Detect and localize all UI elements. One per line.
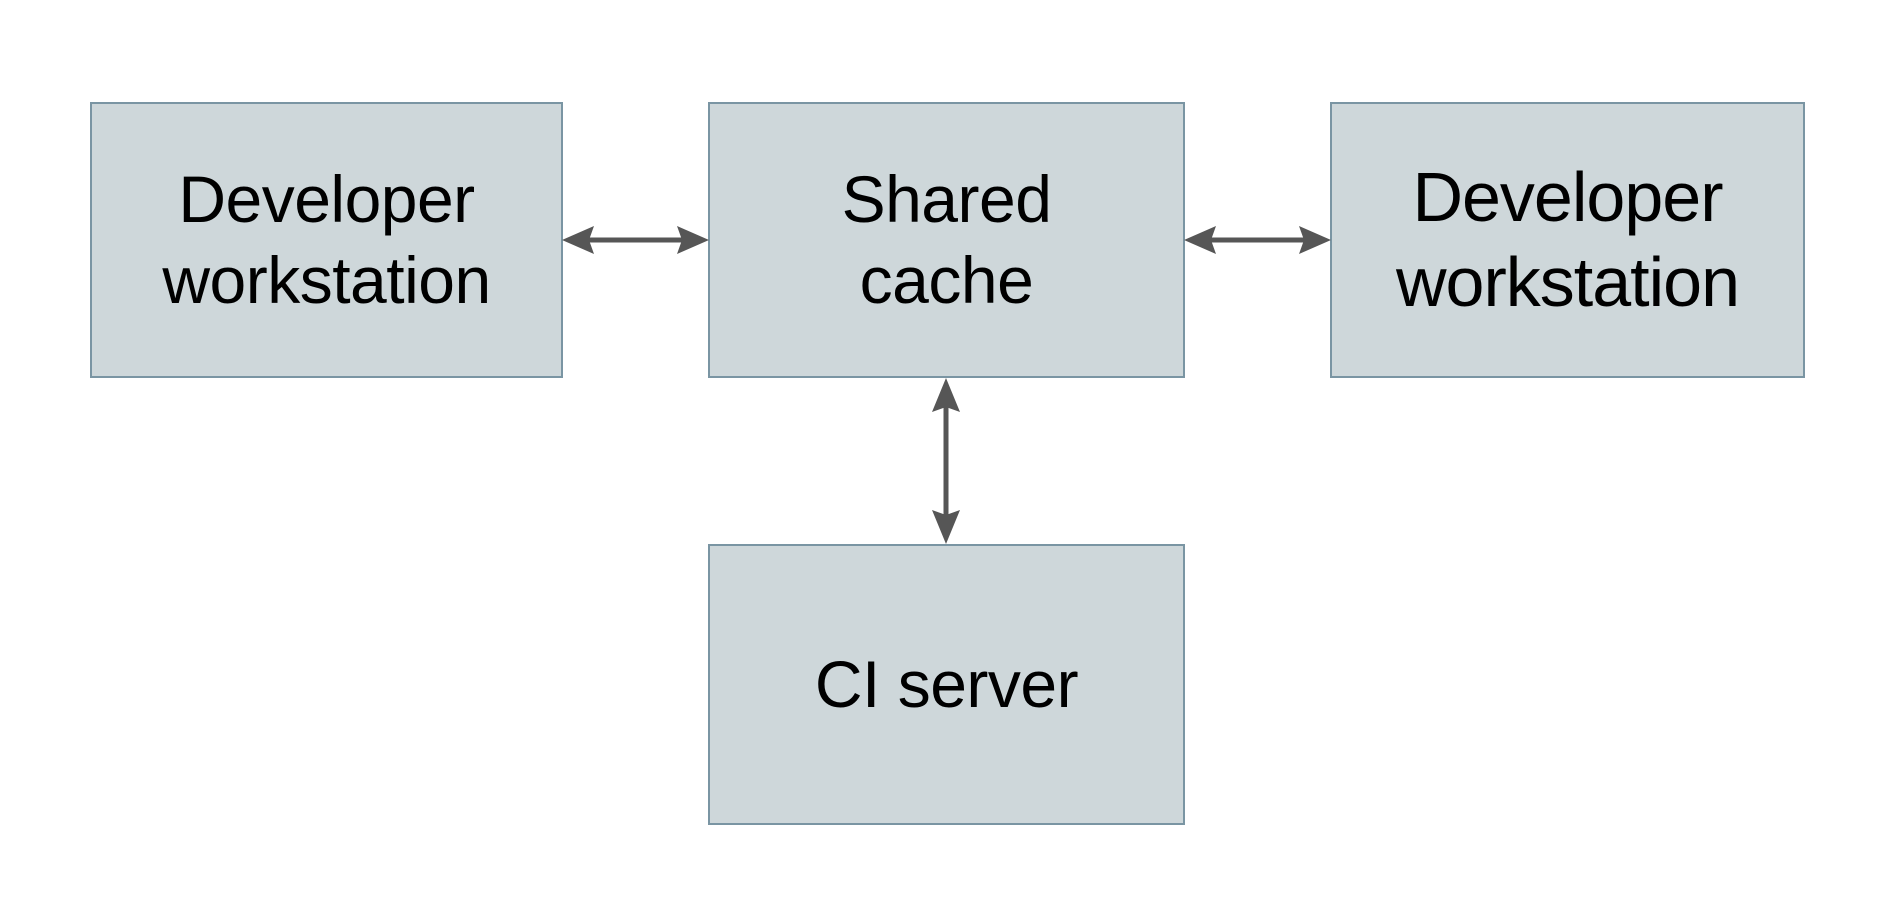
node-developer-workstation-right[interactable]: Developer workstation xyxy=(1330,102,1805,378)
node-label: Developer workstation xyxy=(162,162,491,317)
edge-developer-left-to-shared-cache[interactable] xyxy=(560,212,711,268)
double-arrow-icon xyxy=(1184,226,1331,254)
double-arrow-icon xyxy=(932,378,960,544)
node-ci-server[interactable]: CI server xyxy=(708,544,1185,825)
edge-shared-cache-to-developer-right[interactable] xyxy=(1182,212,1333,268)
node-label: Developer workstation xyxy=(1395,157,1740,321)
node-developer-workstation-left[interactable]: Developer workstation xyxy=(90,102,563,378)
edge-shared-cache-to-ci-server[interactable] xyxy=(918,375,974,547)
node-shared-cache[interactable]: Shared cache xyxy=(708,102,1185,378)
node-label: CI server xyxy=(814,647,1079,722)
node-label: Shared cache xyxy=(841,162,1052,317)
double-arrow-icon xyxy=(562,226,709,254)
